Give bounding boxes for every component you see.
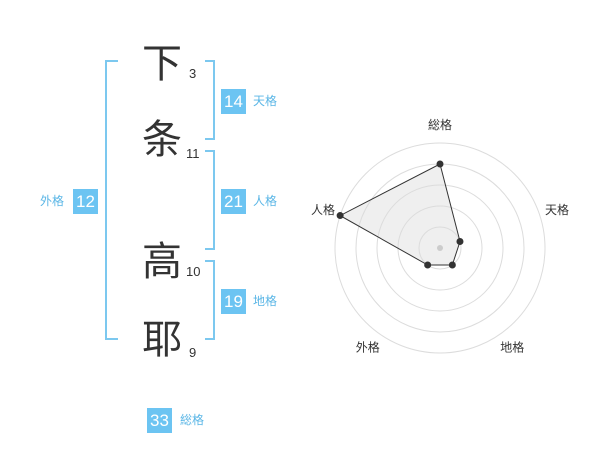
name-char-4: 耶 (142, 317, 182, 363)
jinkaku-label: 人格 (253, 194, 278, 208)
gaikaku-value-badge: 12 (73, 189, 98, 214)
stroke-count-1: 3 (189, 66, 197, 81)
radar-point-1 (436, 160, 444, 168)
radar-axis-label-4: 外格 (356, 340, 380, 355)
radar-axis-label-1: 総格 (428, 117, 452, 132)
tenkaku-bracket (205, 60, 215, 140)
radar-point-3 (448, 261, 456, 269)
chikaku-bracket (205, 260, 215, 340)
radar-polygon (339, 163, 461, 266)
jinkaku-value-badge: 21 (221, 189, 246, 214)
stroke-count-4: 9 (189, 345, 197, 360)
radar-axis-label-3: 地格 (500, 340, 524, 355)
radar-point-4 (424, 261, 432, 269)
radar-center-dot (437, 245, 443, 251)
soukaku-value-badge: 33 (147, 408, 172, 433)
name-char-1: 下 (142, 41, 182, 87)
jinkaku-bracket (205, 150, 215, 250)
tenkaku-label: 天格 (253, 94, 278, 108)
tenkaku-value-badge: 14 (221, 89, 246, 114)
stroke-count-2: 11 (186, 146, 200, 161)
radar-point-5 (336, 212, 344, 220)
name-char-2: 条 (142, 117, 182, 163)
radar-ring (334, 142, 546, 354)
gaikaku-label: 外格 (40, 194, 65, 208)
chikaku-value-badge: 19 (221, 289, 246, 314)
gaikaku-bracket (105, 60, 118, 340)
chikaku-label: 地格 (253, 294, 278, 308)
radar-ring (376, 184, 504, 312)
radar-axis-label-5: 人格 (311, 202, 335, 217)
soukaku-label: 総格 (180, 413, 205, 427)
radar-point-2 (456, 238, 464, 246)
radar-ring (418, 226, 462, 270)
stroke-count-3: 10 (186, 264, 201, 279)
name-char-3: 高 (142, 239, 182, 285)
radar-axis-label-2: 天格 (545, 202, 569, 217)
